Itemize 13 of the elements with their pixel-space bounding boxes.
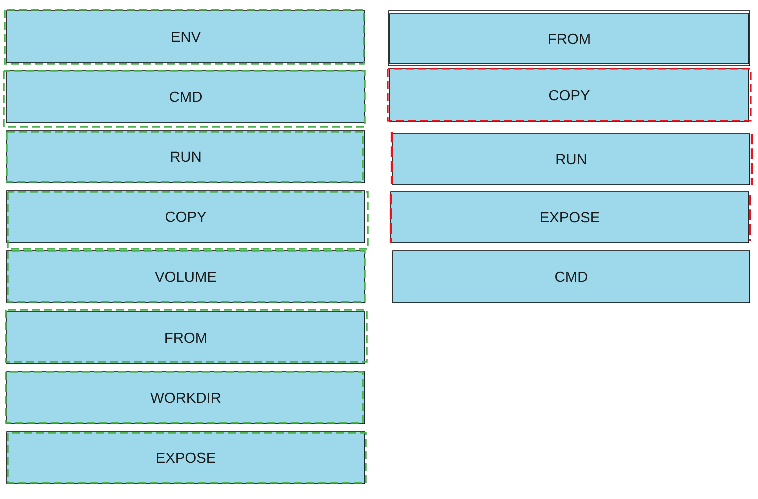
option-tile: EXPOSE [6,432,367,484]
option-tile: WORKDIR [5,371,366,424]
answer-tile: FROM [388,10,750,66]
answer-tile: RUN [390,132,754,186]
answer-tile: CMD [392,250,750,304]
answer-tile: EXPOSE [390,192,752,244]
option-tile: FROM [5,309,368,364]
answer-tile: COPY [387,68,752,122]
option-tile: VOLUME [6,250,366,304]
option-tile: RUN [6,130,366,184]
option-tile: CMD [3,70,366,128]
option-tile: ENV [4,9,366,65]
option-tile: COPY [6,190,369,250]
